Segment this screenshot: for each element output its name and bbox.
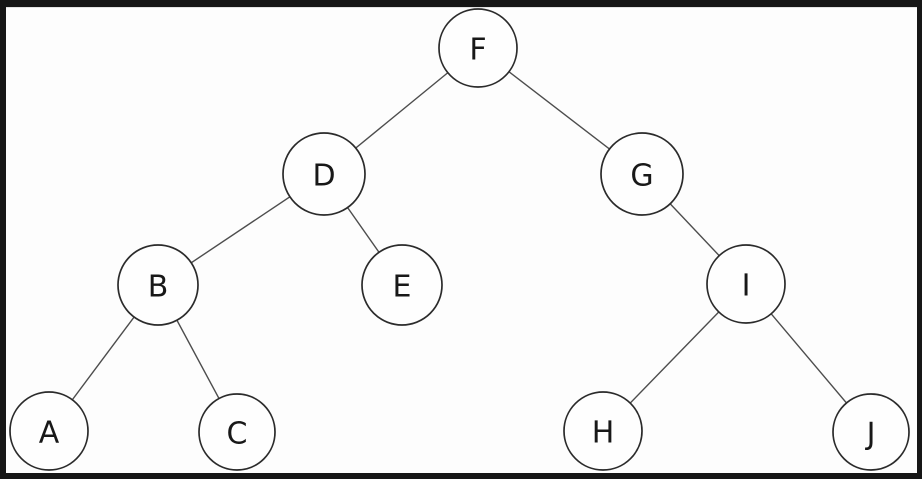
tree-node-D: D	[282, 132, 366, 216]
frame-top-bar	[0, 0, 922, 7]
tree-node-circle-J	[832, 393, 910, 471]
tree-node-label-F: F	[469, 33, 486, 68]
tree-edges-layer	[48, 47, 872, 433]
tree-node-H: H	[563, 391, 643, 471]
tree-nodes-layer: F D G B E I A C H J	[9, 8, 910, 471]
tree-node-E: E	[361, 244, 443, 326]
tree-node-circle-E	[361, 244, 443, 326]
tree-node-F: F	[438, 8, 518, 88]
frame-bottom-bar	[0, 473, 922, 479]
tree-node-circle-H	[563, 391, 643, 471]
frame-top-shadow	[0, 7, 922, 8]
tree-node-label-H: H	[592, 416, 615, 451]
tree-node-circle-D	[282, 132, 366, 216]
tree-node-label-E: E	[393, 270, 412, 305]
tree-node-label-I: I	[742, 269, 751, 304]
tree-node-label-B: B	[148, 270, 169, 305]
tree-node-J: J	[832, 393, 910, 471]
tree-node-label-G: G	[630, 159, 653, 194]
tree-node-label-A: A	[39, 416, 60, 451]
tree-node-B: B	[117, 244, 199, 326]
tree-node-circle-B	[117, 244, 199, 326]
tree-node-A: A	[9, 391, 89, 471]
tree-node-circle-F	[438, 8, 518, 88]
tree-node-label-D: D	[312, 159, 335, 194]
tree-node-C: C	[198, 393, 276, 471]
tree-node-circle-G	[600, 132, 684, 216]
tree-node-label-C: C	[227, 417, 248, 452]
frame-left-border	[0, 0, 6, 479]
tree-node-G: G	[600, 132, 684, 216]
tree-node-I: I	[706, 244, 786, 324]
tree-node-circle-I	[706, 244, 786, 324]
tree-node-circle-A	[9, 391, 89, 471]
tree-node-circle-C	[198, 393, 276, 471]
tree-node-label-J: J	[865, 417, 876, 452]
frame-right-border	[917, 0, 922, 479]
